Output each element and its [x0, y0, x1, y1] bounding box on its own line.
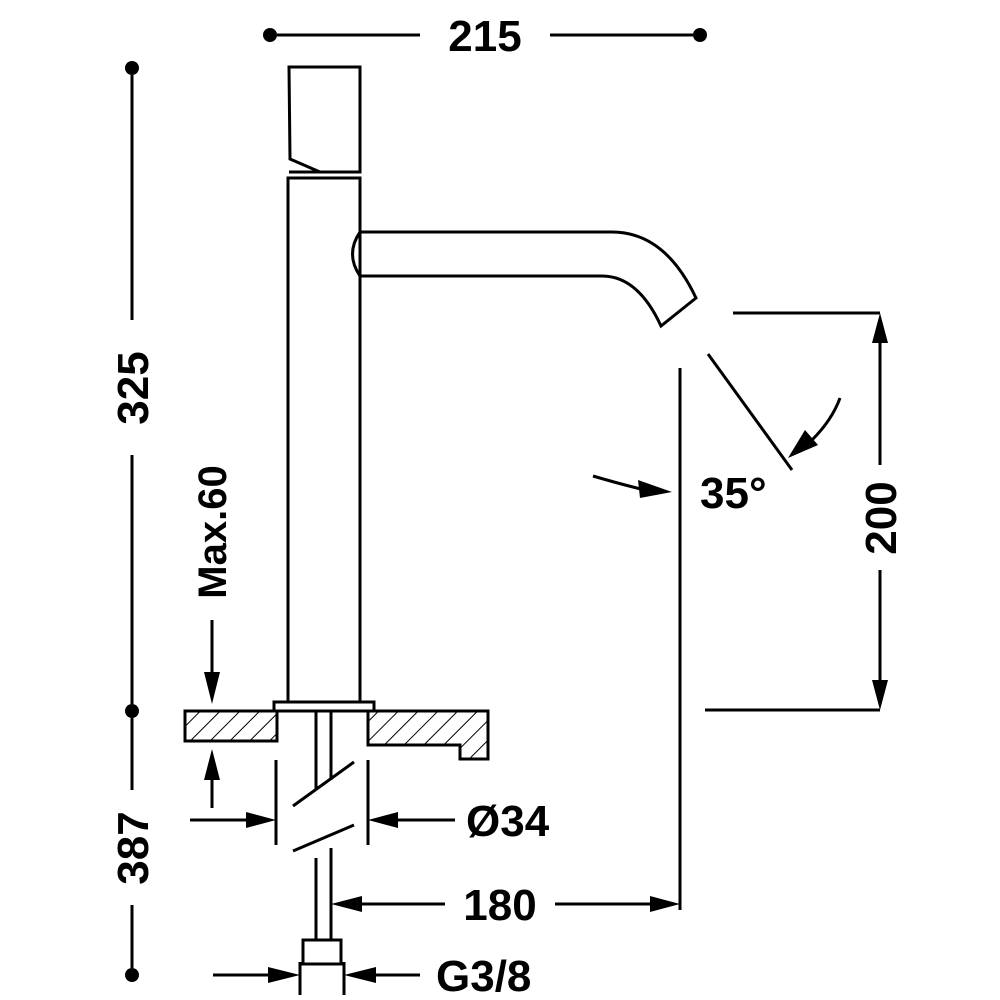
max-deck-label: Max.60 [191, 465, 235, 598]
spout-joint [351, 231, 362, 277]
body-diameter-label: Ø34 [466, 797, 550, 846]
dimension-overall-height: 325 [109, 61, 158, 718]
spout-height-label: 200 [857, 481, 906, 554]
spout-angle-label: 35° [700, 469, 767, 518]
faucet-body [272, 65, 698, 713]
dimension-connection-thread: G3/8 [213, 952, 531, 1000]
connection-thread-label: G3/8 [436, 952, 531, 1000]
overall-height-label: 325 [109, 351, 158, 424]
connector-nut [301, 938, 343, 966]
lever-handle [287, 65, 362, 174]
dimension-max-deck: Max.60 [191, 465, 235, 808]
base-flange [272, 700, 376, 713]
dimension-body-diameter: Ø34 [190, 760, 550, 846]
spout [360, 230, 698, 329]
dimension-overall-width: 215 [263, 12, 707, 61]
spout-reach-label: 180 [463, 881, 536, 930]
dimension-spout-reach: 180 [331, 368, 682, 930]
dimension-spout-height: 200 [705, 311, 906, 712]
dimension-spout-angle: 35° [592, 353, 842, 518]
countertop-left [183, 709, 279, 743]
countertop-section [183, 709, 490, 761]
below-deck-label: 387 [109, 811, 158, 884]
supply-hose [292, 711, 355, 966]
countertop-right [366, 709, 490, 761]
body-column [286, 176, 362, 704]
dimension-below-deck: 387 [109, 718, 158, 982]
overall-width-label: 215 [448, 12, 521, 61]
